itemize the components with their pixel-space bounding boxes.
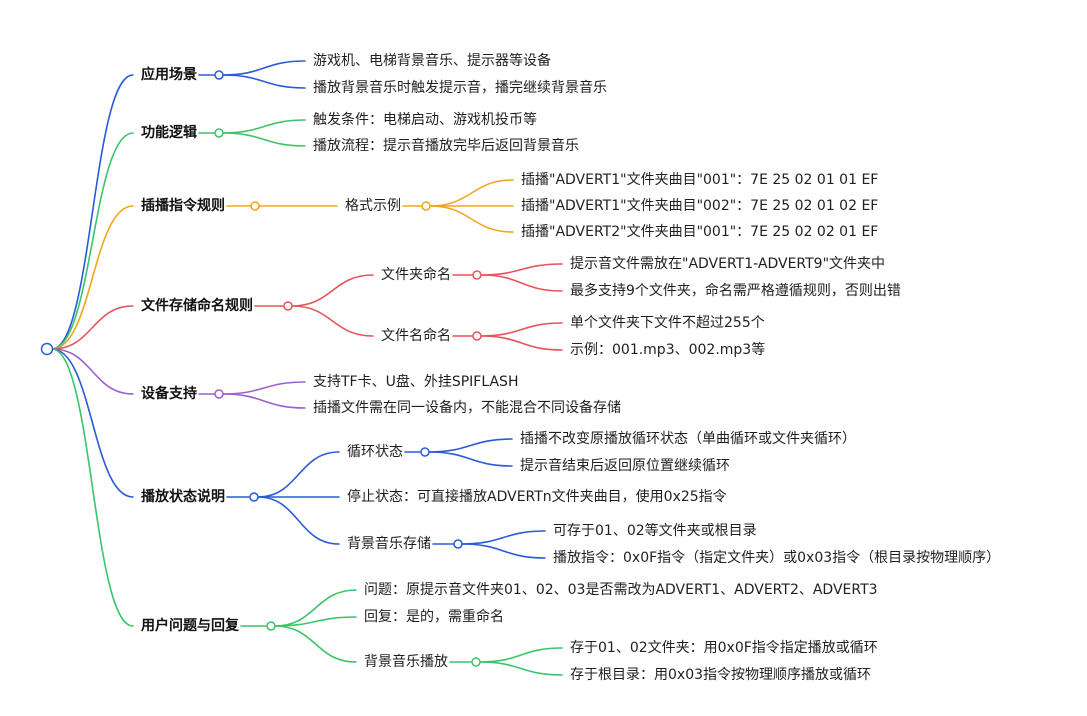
node-b7c3: 背景音乐播放: [364, 654, 448, 670]
node-b5c1: 支持TF卡、U盘、外挂SPIFLASH: [313, 374, 519, 390]
node-b7c3b: 存于根目录：用0x03指令按物理顺序播放或循环: [570, 667, 872, 683]
edge-b2c1: [222, 119, 306, 134]
edge-b6c1a: [428, 438, 513, 453]
knob-b2: [214, 128, 224, 138]
knob-b6: [249, 492, 259, 502]
knob-b4: [283, 301, 293, 311]
node-b6c3: 背景音乐存储: [347, 536, 431, 552]
node-b3c1b: 插播"ADVERT1"文件夹曲目"002"：7E 25 02 01 02 EF: [521, 198, 879, 214]
node-b3c1a: 插播"ADVERT1"文件夹曲目"001"：7E 25 02 01 01 EF: [521, 172, 879, 188]
knob-b1: [214, 70, 224, 80]
edge-b2: [51, 132, 134, 350]
node-b1c2: 播放背景音乐时触发提示音，播完继续背景音乐: [313, 80, 607, 96]
edge-b4c1a: [480, 263, 563, 276]
node-b6c1b: 提示音结束后返回原位置继续循环: [520, 458, 730, 474]
node-b5c2: 插播文件需在同一设备内，不能混合不同设备存储: [313, 400, 621, 416]
node-b6c3a: 可存于01、02等文件夹或根目录: [553, 523, 757, 539]
node-b3c1: 格式示例: [345, 198, 401, 214]
edge-b7c1: [274, 589, 357, 627]
branch-b4: 文件存储命名规则: [141, 298, 253, 314]
mindmap-knobs: [40, 70, 482, 667]
knob-b7: [266, 621, 276, 631]
knob-b6c1: [420, 447, 430, 457]
node-b7c3a: 存于01、02文件夹：用0x0F指令指定播放或循环: [570, 640, 878, 656]
edge-b3c1a: [429, 179, 514, 207]
edge-b6: [51, 348, 134, 498]
edge-b5c1: [222, 381, 306, 395]
edge-b7: [51, 348, 134, 627]
knob-b4c1: [472, 270, 482, 280]
edge-b6c3a: [461, 530, 546, 545]
edge-b4c2a: [480, 322, 563, 337]
edge-b6c1b: [428, 451, 513, 467]
node-b4c2b: 示例：001.mp3、002.mp3等: [570, 342, 766, 358]
node-b2c2: 播放流程：提示音播放完毕后返回背景音乐: [313, 138, 579, 154]
node-b4c1: 文件夹命名: [381, 267, 451, 283]
node-b6c3b: 播放指令：0x0F指令（指定文件夹）或0x03指令（根目录按物理顺序）: [553, 550, 1001, 566]
edge-b4c2: [291, 305, 374, 337]
knob-b6c3: [453, 539, 463, 549]
node-b3c1c: 插播"ADVERT2"文件夹曲目"001"：7E 25 02 02 01 EF: [521, 224, 879, 240]
branch-b5: 设备支持: [141, 386, 197, 402]
edge-b6c3: [257, 496, 340, 545]
node-b7c1: 问题：原提示音文件夹01、02、03是否需改为ADVERT1、ADVERT2、A…: [364, 582, 878, 598]
edge-b1: [51, 74, 134, 350]
node-b2c1: 触发条件：电梯启动、游戏机投币等: [313, 112, 537, 128]
knob-b4c2: [472, 331, 482, 341]
mindmap-edges: [51, 60, 563, 676]
branch-b7: 用户问题与回复: [141, 618, 239, 634]
edge-b7c2: [274, 616, 357, 627]
edge-b6c3b: [461, 543, 546, 559]
edge-b1c1: [222, 60, 306, 76]
branch-b3: 插播指令规则: [141, 198, 225, 214]
edge-b5c2: [222, 393, 306, 409]
edge-b6c1: [257, 451, 340, 498]
node-b4c1b: 最多支持9个文件夹，命名需严格遵循规则，否则出错: [570, 283, 901, 299]
node-b6c2: 停止状态：可直接播放ADVERTn文件夹曲目，使用0x25指令: [347, 489, 727, 505]
branch-b2: 功能逻辑: [141, 125, 197, 141]
node-b1c1: 游戏机、电梯背景音乐、提示器等设备: [313, 53, 551, 69]
edge-b5: [51, 348, 134, 395]
edge-b7c3: [274, 625, 357, 663]
edge-b4c1: [291, 274, 374, 307]
knob-b3c1: [421, 201, 431, 211]
edge-b4: [51, 305, 134, 350]
branch-b6: 播放状态说明: [141, 489, 225, 505]
node-b6c1: 循环状态: [347, 444, 403, 460]
node-b4c2a: 单个文件夹下文件不超过255个: [570, 315, 765, 331]
edge-b7c3b: [479, 661, 563, 676]
edge-b3: [51, 205, 134, 350]
knob-b5: [214, 389, 224, 399]
edge-b4c1b: [480, 274, 563, 292]
edge-b4c2b: [480, 335, 563, 351]
knob-b3: [250, 201, 260, 211]
root-knob: [40, 342, 54, 356]
node-b7c2: 回复：是的，需重命名: [364, 609, 504, 625]
node-b6c1a: 插播不改变原播放循环状态（单曲循环或文件夹循环）: [520, 431, 856, 447]
edge-b3c1c: [429, 205, 514, 233]
knob-b7c3: [471, 657, 481, 667]
branch-b1: 应用场景: [141, 67, 197, 83]
edge-b1c2: [222, 74, 306, 89]
edge-b2c2: [222, 132, 306, 147]
edge-b7c3a: [479, 647, 563, 663]
node-b4c2: 文件名命名: [381, 328, 451, 344]
node-b4c1a: 提示音文件需放在"ADVERT1-ADVERT9"文件夹中: [570, 256, 886, 272]
